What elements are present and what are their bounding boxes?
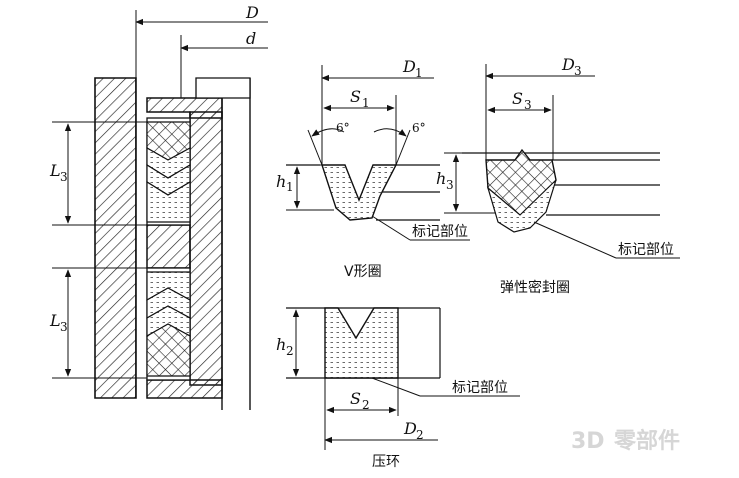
elastic-seal-section: D 3 S 3 h 3 标记部位 弹性密封圈 <box>436 55 680 296</box>
dim-h3: h <box>436 169 446 188</box>
dim-D1: D <box>402 57 416 76</box>
dim-L3-upper: L <box>49 161 61 180</box>
dim-h3-sub: 3 <box>446 178 454 192</box>
dim-D2: D <box>403 419 417 438</box>
assembly-section: D d L 3 L 3 <box>49 3 268 410</box>
dim-L3-lower-sub: 3 <box>60 320 68 334</box>
dim-h1: h <box>276 172 286 191</box>
upper-seal-stack <box>146 117 191 226</box>
angle-left: 6° <box>336 121 350 135</box>
dim-S1: S <box>350 87 361 106</box>
dim-L3-upper-sub: 3 <box>60 170 68 184</box>
dim-S3-sub: 3 <box>524 98 532 112</box>
housing-wall <box>94 77 137 399</box>
press-ring-section: h 2 S 2 D 2 标记部位 压环 <box>276 307 520 470</box>
dim-D: D <box>245 3 259 22</box>
v-ring-profile <box>321 164 398 221</box>
mark-label-elastic: 标记部位 <box>618 242 674 258</box>
press-ring-profile <box>324 307 399 379</box>
lower-seal-stack <box>146 267 191 381</box>
caption-v-ring: V形圈 <box>344 264 382 280</box>
mark-label-press-ring: 标记部位 <box>452 380 508 396</box>
caption-elastic-seal: 弹性密封圈 <box>500 279 570 296</box>
dim-h1-sub: 1 <box>286 180 294 194</box>
rod-head <box>195 77 251 99</box>
rod-sleeve <box>189 111 223 386</box>
dim-S2: S <box>350 389 361 408</box>
dim-S1-sub: 1 <box>362 96 370 110</box>
watermark-text: 零部件 <box>613 428 680 454</box>
v-ring-section: D 1 S 1 6° 6° h 1 标记部位 V形圈 <box>276 57 470 280</box>
watermark-logo: 3D 零部件 <box>571 428 680 454</box>
dim-S2-sub: 2 <box>362 398 370 412</box>
caption-press-ring: 压环 <box>372 454 400 470</box>
mark-label-v-ring: 标记部位 <box>412 224 468 240</box>
dim-L3-lower: L <box>49 311 61 330</box>
spacer-ring <box>146 224 191 269</box>
dim-S3: S <box>512 89 523 108</box>
dim-h2: h <box>276 335 286 354</box>
dim-d: d <box>246 29 256 48</box>
dim-h2-sub: 2 <box>286 344 294 358</box>
gland-bottom <box>146 379 223 399</box>
dim-D1-sub: 1 <box>415 66 423 80</box>
angle-right: 6° <box>412 121 426 135</box>
dim-D3: D <box>561 55 575 74</box>
dim-D3-sub: 3 <box>574 64 582 78</box>
dim-D2-sub: 2 <box>416 428 424 442</box>
watermark-3d: 3D <box>571 429 605 454</box>
